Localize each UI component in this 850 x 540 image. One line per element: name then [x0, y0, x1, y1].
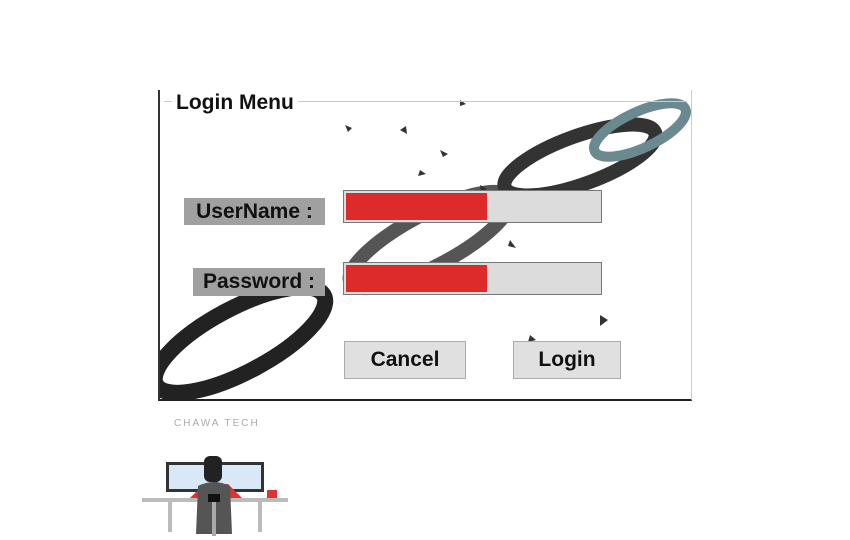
cancel-button[interactable]: Cancel	[344, 341, 466, 379]
username-fill	[346, 193, 488, 220]
password-label: Password :	[193, 268, 325, 296]
groupbox-border	[164, 101, 687, 102]
brand-text: CHAWA TECH	[174, 418, 260, 429]
groupbox-title: Login Menu	[172, 91, 298, 115]
username-label: UserName :	[184, 198, 325, 225]
password-fill	[346, 265, 488, 292]
login-button[interactable]: Login	[513, 341, 621, 379]
username-field[interactable]	[343, 190, 602, 223]
developer-at-desk-illustration	[142, 456, 288, 536]
password-field[interactable]	[343, 262, 602, 295]
